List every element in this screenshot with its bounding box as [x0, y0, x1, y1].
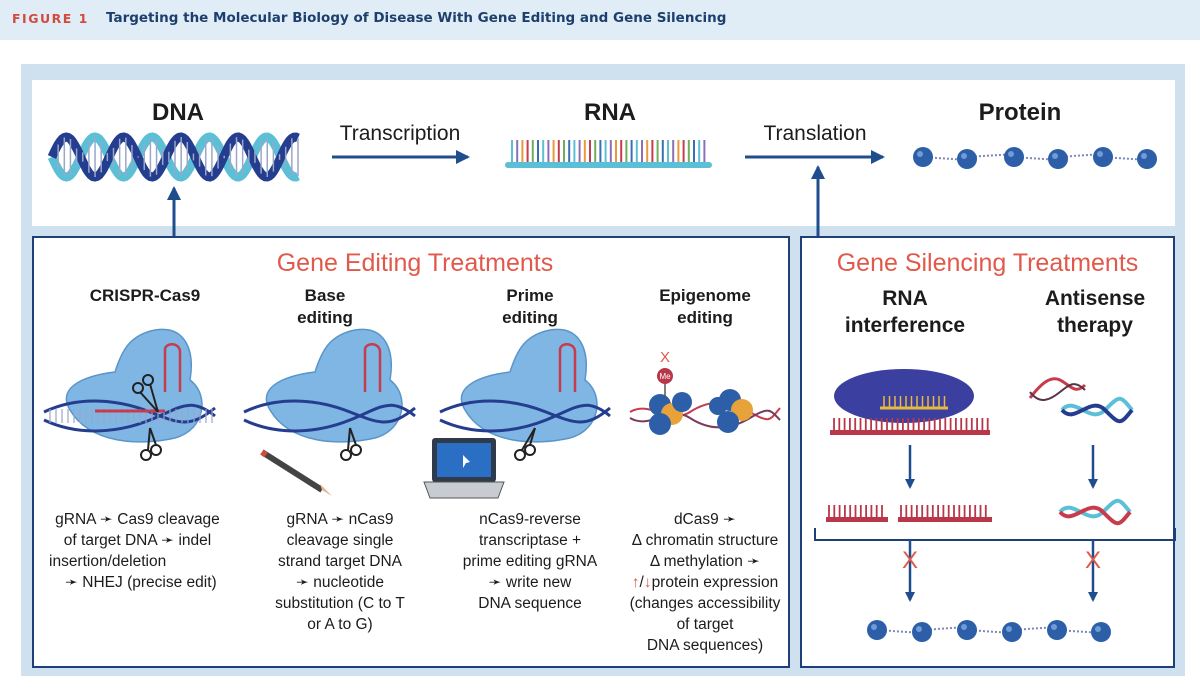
epigenome-editing-description: dCas9 ➛ Δ chromatin structure Δ methylat… [629, 511, 781, 654]
transcription-label: Transcription [339, 122, 461, 145]
figure-label: FIGURE 1 [12, 11, 89, 26]
figure-title: Targeting the Molecular Biology of Disea… [106, 10, 727, 26]
gene-silencing-title: Gene Silencing Treatments [836, 249, 1139, 277]
base-editing-description: gRNA ➛ nCas9 cleavage single strand targ… [275, 511, 405, 633]
gene-silencing-box [800, 236, 1175, 668]
rna-label: RNA [584, 99, 636, 126]
crispr-head: CRISPR-Cas9 [89, 286, 201, 305]
figure-header-band [0, 0, 1200, 40]
gene-editing-title: Gene Editing Treatments [276, 249, 554, 277]
arrow-up-icon: ↑ [631, 574, 640, 591]
dna-label: DNA [152, 99, 204, 126]
protein-label: Protein [978, 99, 1062, 126]
prime-editing-description: nCas9-reverse transcriptase + prime edit… [462, 511, 598, 612]
crispr-description: gRNA ➛ Cas9 cleavage of target DNA ➛ ind… [49, 511, 220, 591]
translation-label: Translation [763, 122, 867, 145]
arrow-down-icon: ↓ [643, 574, 652, 591]
